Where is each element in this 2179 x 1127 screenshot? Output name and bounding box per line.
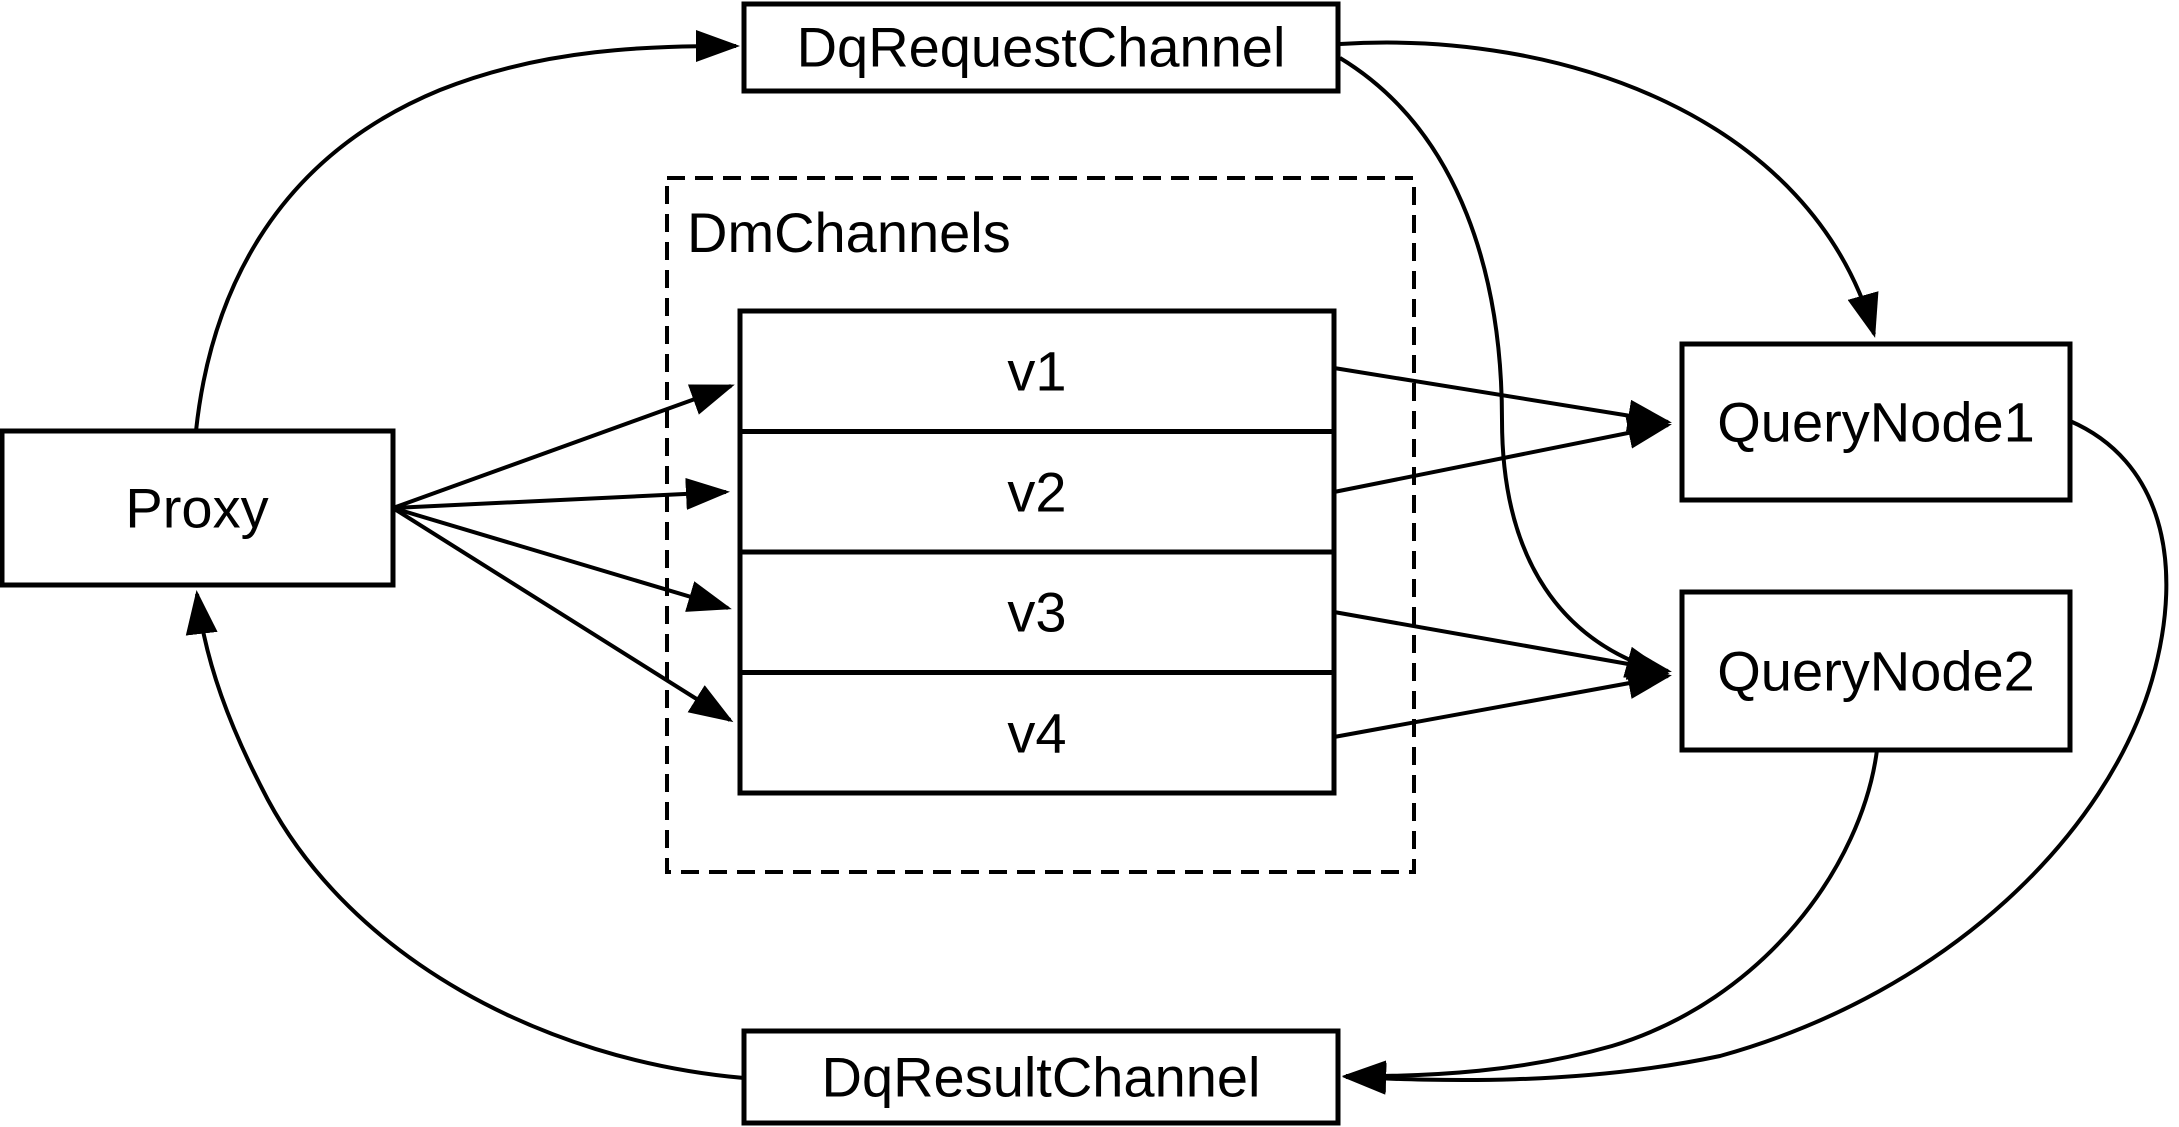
edge-proxy-to-v2	[392, 477, 730, 510]
node-channel-stack: v1 v2 v3 v4	[737, 308, 1337, 796]
edge-layer	[185, 30, 2169, 1095]
proxy-label: Proxy	[125, 477, 268, 540]
node-dq-request-channel: DqRequestChannel	[741, 1, 1341, 94]
edge-v2-to-query-node-1	[1333, 417, 1672, 494]
node-dq-result-channel: DqResultChannel	[741, 1028, 1341, 1126]
node-dm-channels: DmChannels	[665, 176, 1416, 874]
edge-dq-request-channel-to-query-node-1	[1339, 40, 1879, 338]
dq-request-channel-box	[741, 1, 1341, 94]
proxy-box	[0, 428, 396, 588]
edge-v4-to-query-node-2	[1333, 667, 1672, 739]
dq-result-channel-label: DqResultChannel	[822, 1046, 1261, 1109]
query-node-2-label: QueryNode2	[1717, 640, 2035, 703]
edge-proxy-to-v1	[392, 384, 735, 510]
v3-label: v3	[1007, 581, 1066, 644]
v4-label: v4	[1007, 702, 1066, 765]
edge-dq-request-channel-to-query-node-2	[1338, 56, 1670, 678]
v2-label: v2	[1007, 461, 1066, 524]
query-node-1-label: QueryNode1	[1717, 391, 2035, 454]
edge-dq-result-channel-to-proxy	[185, 590, 745, 1080]
edge-query-node-2-to-dq-result-channel	[1342, 749, 1879, 1093]
node-query-node-1: QueryNode1	[1679, 341, 2073, 503]
edge-proxy-to-dq-request-channel	[194, 30, 740, 432]
node-query-node-2: QueryNode2	[1679, 589, 2073, 753]
dm-channels-label: DmChannels	[687, 201, 1011, 264]
node-proxy: Proxy	[0, 428, 396, 588]
v1-label: v1	[1007, 340, 1066, 403]
edge-query-node-1-to-dq-result-channel	[1342, 419, 2169, 1095]
edge-proxy-to-v3	[392, 506, 732, 612]
dq-result-channel-box	[741, 1028, 1341, 1126]
dm-channels-container-box	[665, 176, 1416, 874]
dq-request-channel-label: DqRequestChannel	[797, 16, 1286, 79]
edge-v3-to-query-node-2	[1333, 610, 1672, 680]
query-node-2-box	[1679, 589, 2073, 753]
query-node-1-box	[1679, 341, 2073, 503]
edge-proxy-to-v4	[391, 506, 734, 723]
